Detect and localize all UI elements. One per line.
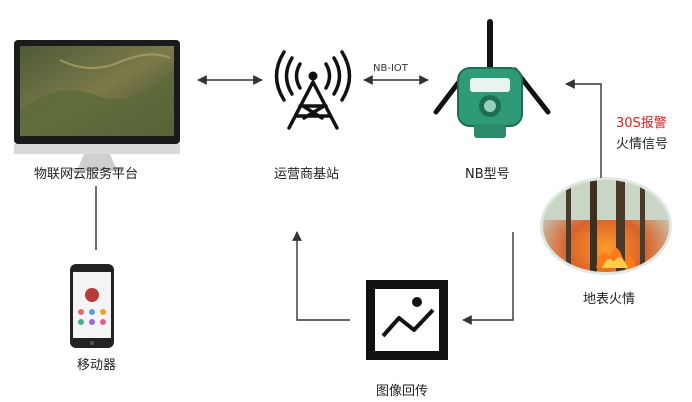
nb-to-image-arrow [462,232,514,325]
smartphone-icon [70,264,114,348]
nb-sensor-device-icon [433,19,551,138]
cell-tower-icon [274,50,352,130]
fire-signal-label: 火情信号 [616,137,669,152]
platform-label: 物联网云服务平台 [34,167,139,182]
nb-iot-label: NB-IOT [373,63,408,74]
desktop-monitor-icon [14,40,180,171]
arrows [95,75,602,325]
image-return-label: 图像回传 [376,384,429,399]
fire-to-nb-arrow [565,79,602,178]
mobile-label: 移动器 [77,358,117,373]
image-icon [366,280,448,360]
alarm-label: 30S报警 [616,116,667,131]
nb-device-label: NB型号 [465,167,510,182]
ground-fire-label: 地表火情 [583,292,636,307]
forest-fire-photo [540,177,672,275]
image-to-base-arrow [292,231,350,321]
base-station-label: 运营商基站 [274,167,340,182]
